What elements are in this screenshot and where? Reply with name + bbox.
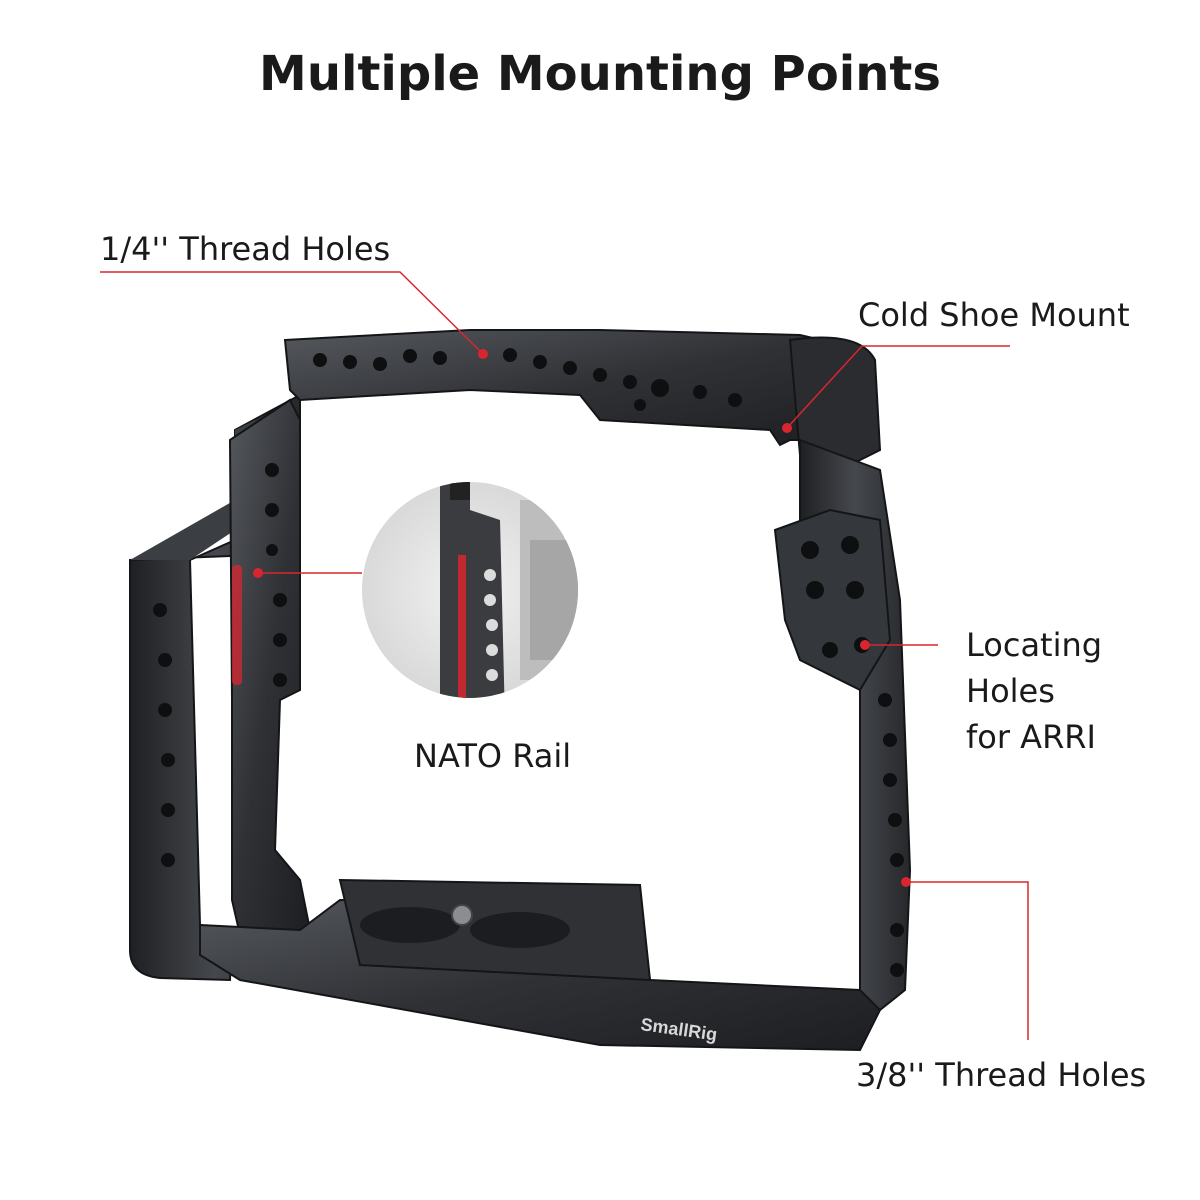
cage-back-frame [129,393,301,982]
arri-label-line3: for ARRI [966,718,1096,756]
cold-shoe-marker [782,423,792,433]
nato-rail-highlight [232,565,242,685]
arri-marker [860,640,870,650]
callout-lines [100,271,1029,1040]
arri-label: Locating Holes for ARRI [966,622,1166,760]
nato-rail-label: NATO Rail [414,737,572,775]
cold-shoe-label: Cold Shoe Mount [858,296,1130,334]
nato-rail-zoom-inset [362,482,578,698]
three-eighth-thread-label: 3/8'' Thread Holes [856,1056,1147,1094]
arri-label-line2: Holes [966,672,1055,710]
mounting-holes [153,348,904,977]
quarter-thread-label: 1/4'' Thread Holes [100,230,391,268]
callout-dots [253,349,911,887]
nato-rail-marker [253,568,263,578]
page-title: Multiple Mounting Points [259,46,941,102]
three-eighth-thread-marker [901,877,911,887]
quarter-thread-marker [478,349,488,359]
arri-label-line1: Locating [966,626,1103,664]
cage-main-frame: SmallRig [199,329,912,1052]
